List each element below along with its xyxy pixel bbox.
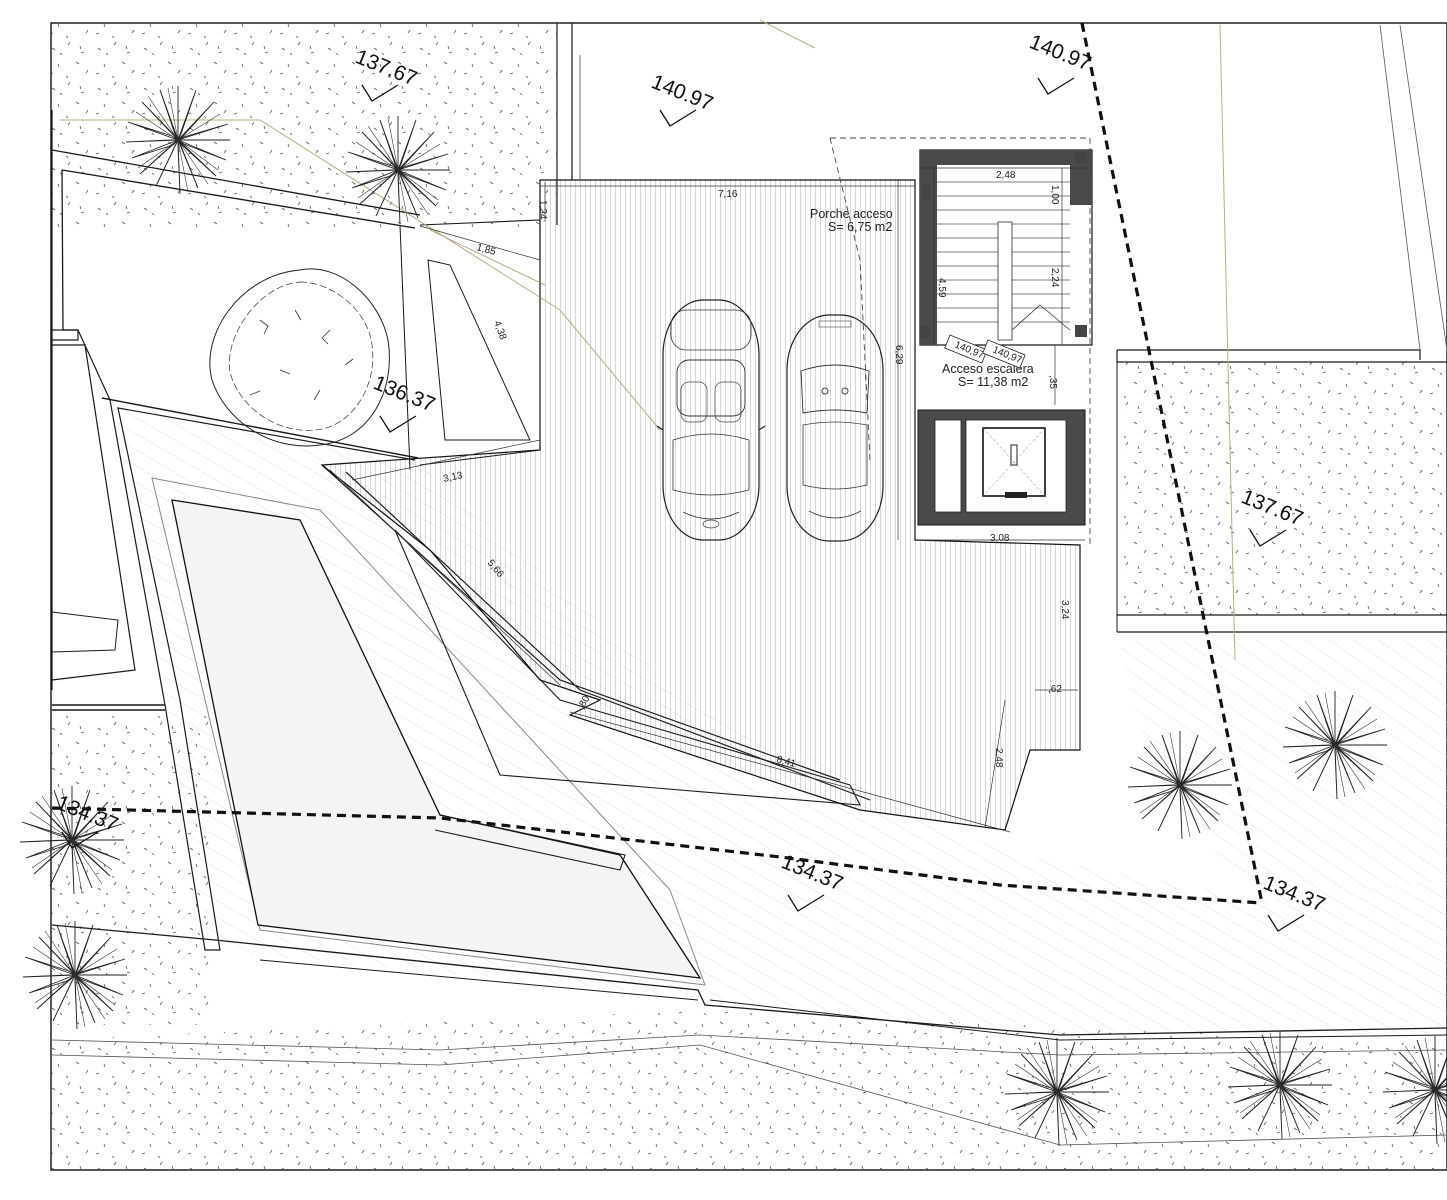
garden-right bbox=[1120, 360, 1447, 615]
garage-slab bbox=[320, 179, 1081, 831]
svg-text:140.97: 140.97 bbox=[1026, 30, 1094, 75]
garden-top-left bbox=[52, 24, 557, 229]
dim-841: 8,41 bbox=[775, 754, 797, 770]
dim-062: ,62 bbox=[1048, 684, 1062, 695]
escalera-name-label: Acceso escalera bbox=[942, 362, 1034, 376]
dim-100: 1,00 bbox=[1049, 185, 1060, 205]
dim-248a: 2,48 bbox=[996, 170, 1016, 181]
right-terrace bbox=[1120, 640, 1447, 905]
svg-text:136.37: 136.37 bbox=[370, 371, 438, 416]
dim-308: 3,08 bbox=[990, 533, 1010, 544]
dim-313: 3,13 bbox=[442, 470, 464, 485]
escalera-area-label: S= 11,38 m2 bbox=[958, 375, 1028, 389]
dim-035: ,35 bbox=[1047, 375, 1058, 389]
svg-text:140.97: 140.97 bbox=[648, 70, 716, 115]
dim-459: 4,59 bbox=[936, 278, 947, 298]
dim-324: 3,24 bbox=[1059, 600, 1070, 620]
garden-bottom bbox=[52, 1010, 1447, 1170]
boundary-line-south bbox=[51, 806, 1263, 905]
porche-name-label: Porche acceso bbox=[810, 207, 893, 221]
porche-area-label: S= 6,75 m2 bbox=[828, 220, 892, 234]
dim-248b: 2,48 bbox=[993, 748, 1004, 768]
dim-629: 6,29 bbox=[893, 345, 904, 365]
dim-716: 7,16 bbox=[718, 189, 738, 200]
dim-124: 1,24 bbox=[537, 200, 548, 220]
dim-438: 4,38 bbox=[491, 319, 508, 341]
level-marker-2: 140.97 bbox=[648, 70, 716, 127]
dim-185: 1,85 bbox=[475, 242, 497, 258]
dim-224: 2,24 bbox=[1049, 268, 1060, 288]
deciduous-tree-icon bbox=[209, 268, 390, 447]
